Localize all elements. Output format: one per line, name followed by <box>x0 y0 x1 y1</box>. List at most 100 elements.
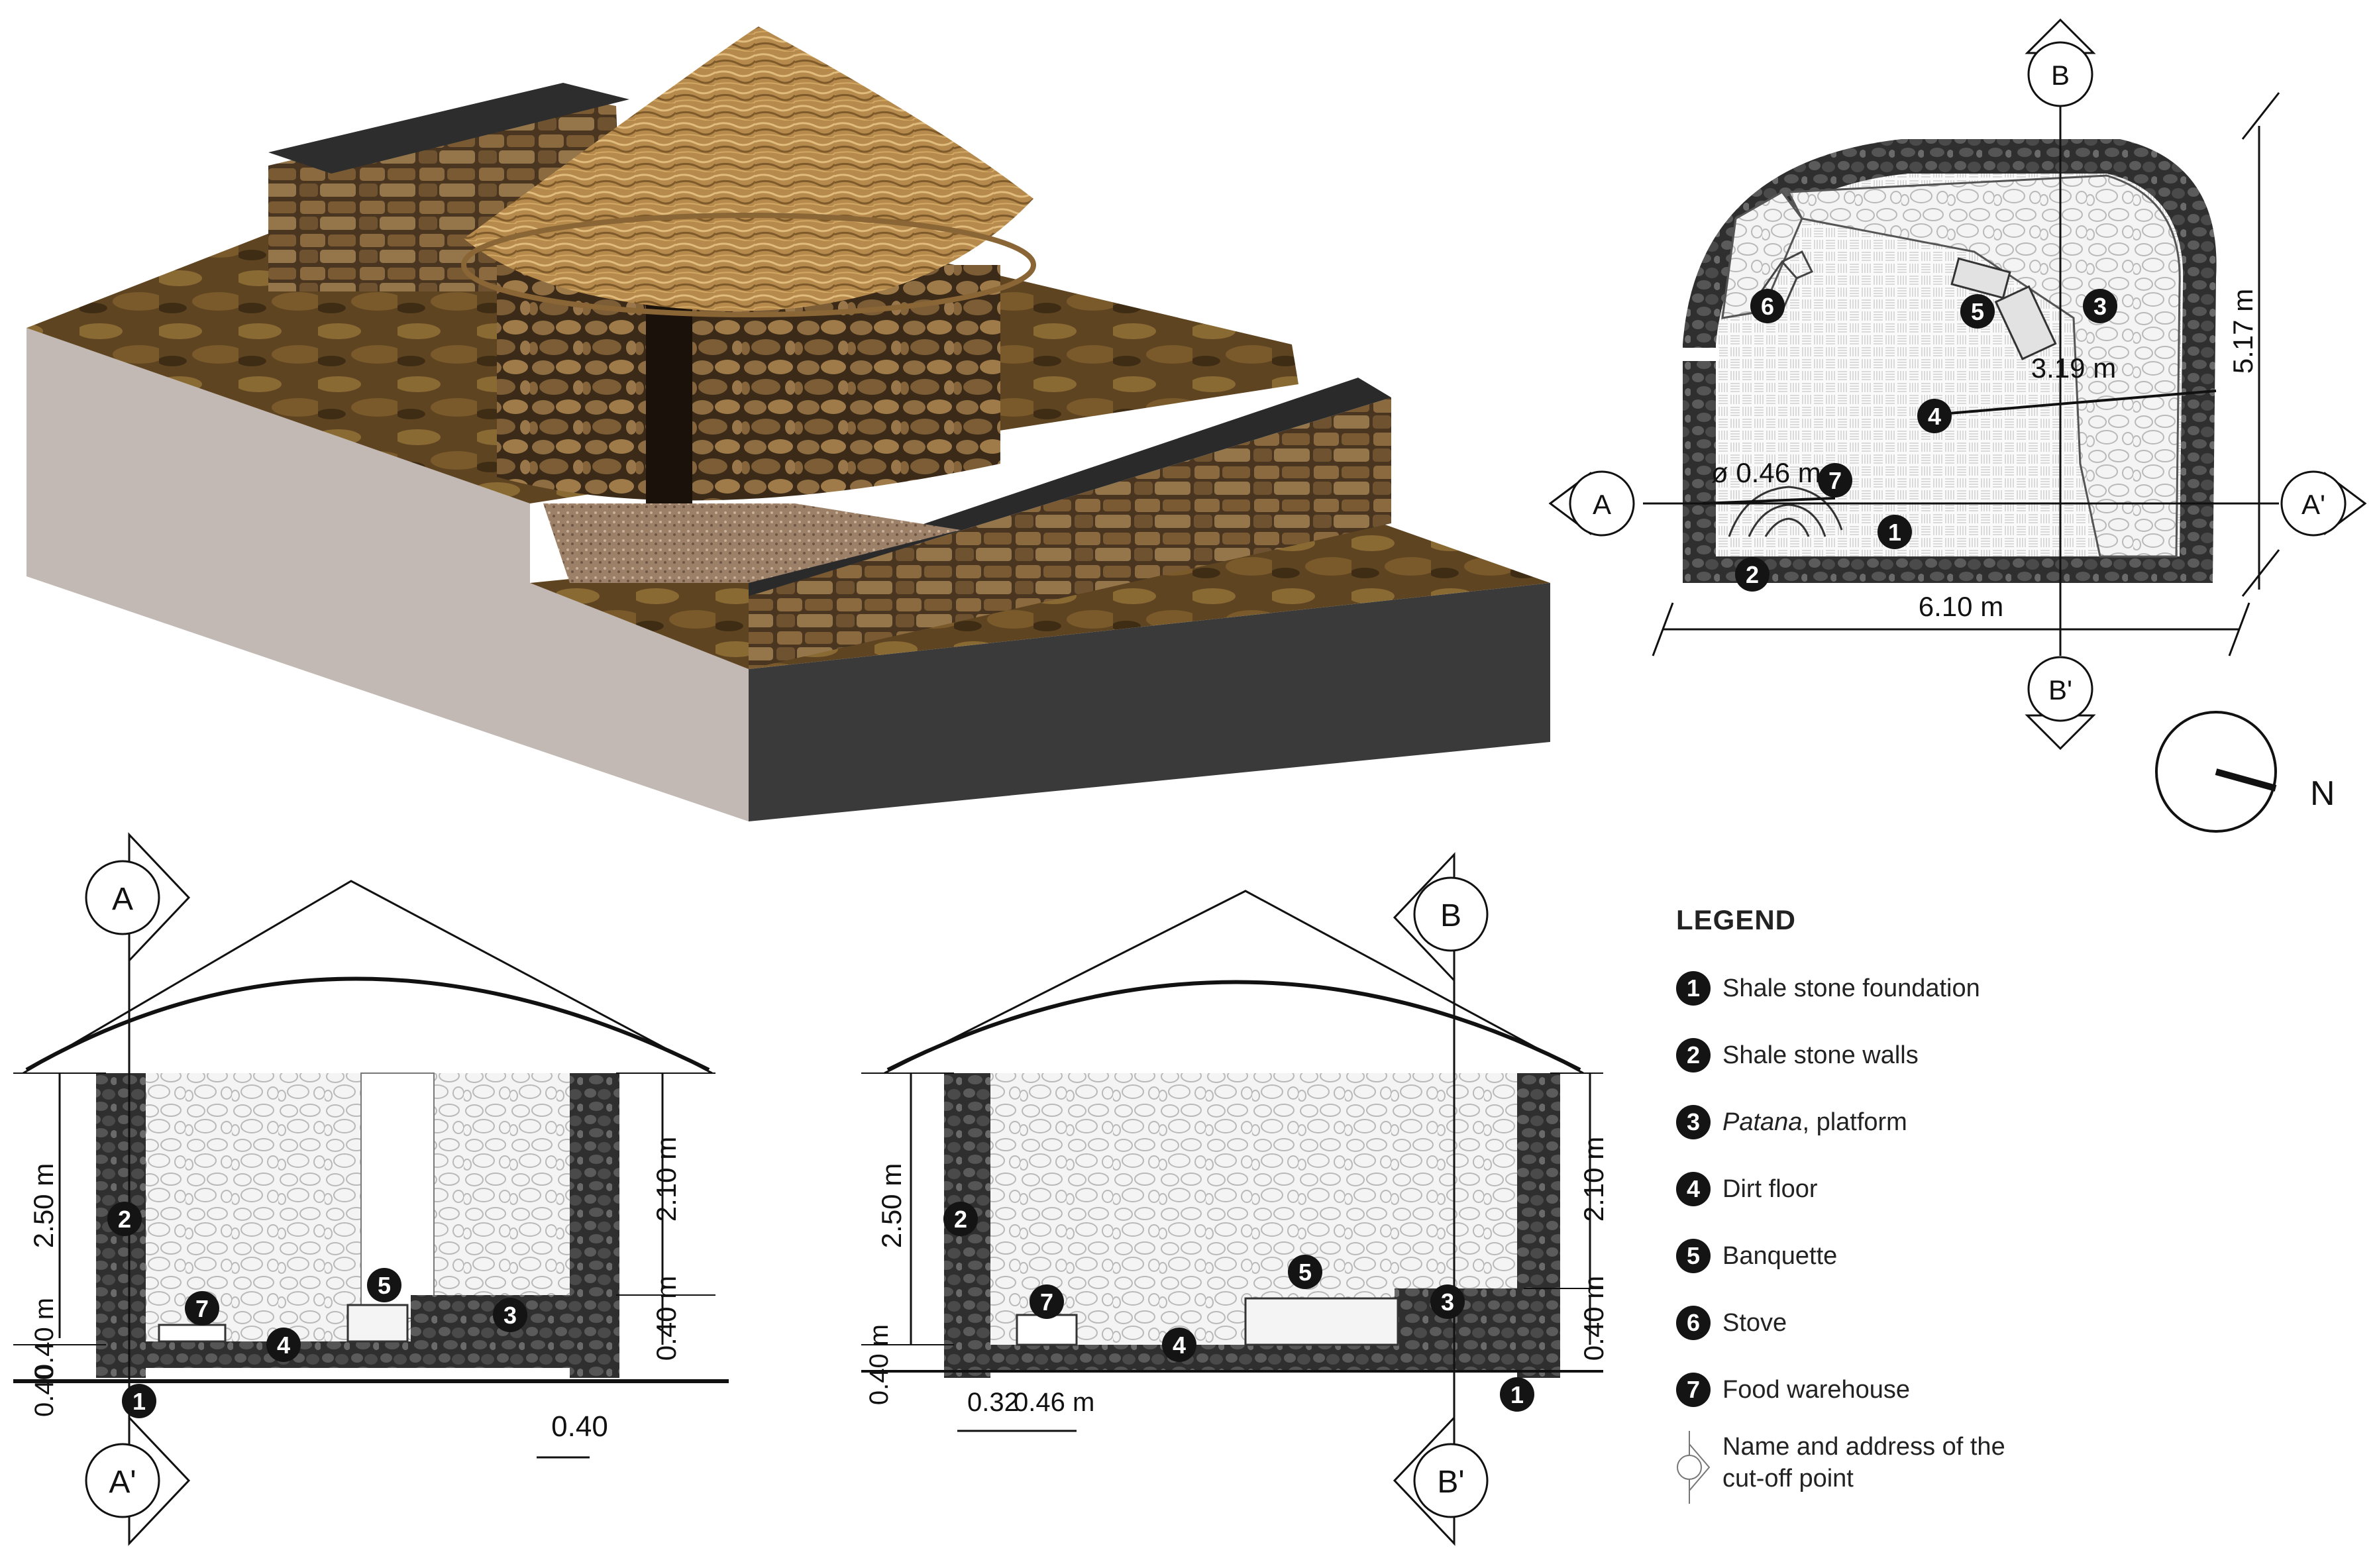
section-b-roof-outline <box>884 890 1584 1074</box>
sec-a-marker-3: 3 <box>493 1298 527 1332</box>
legend-label-4: Dirt floor <box>1722 1175 1818 1203</box>
section-b-roof-curve <box>886 980 1581 1072</box>
plan-food-store <box>1728 486 1843 537</box>
sec-a-marker-5: 5 <box>367 1268 401 1302</box>
svg-text:3: 3 <box>2093 293 2107 320</box>
section-a-platform <box>411 1295 573 1341</box>
legend-item-1: 1 Shale stone foundation <box>1676 955 2339 1021</box>
legend-number-4: 4 <box>1676 1171 1711 1206</box>
plan-marker-b2-label: B' <box>2048 674 2072 706</box>
svg-text:4: 4 <box>277 1332 290 1359</box>
section-b-h-platform: 0.40 m <box>1578 1276 1609 1361</box>
ground-block-right-side <box>749 583 1550 821</box>
plan-stove-dim: ø 0.46 m <box>1711 457 1821 488</box>
section-b-marker-bottom <box>1393 1415 1489 1546</box>
legend-cut-point-text: Name and address of the cut-off point <box>1722 1431 2005 1494</box>
svg-text:2: 2 <box>1746 561 1759 588</box>
plan-marker-2: 2 <box>1735 557 1770 592</box>
legend-number-5: 5 <box>1676 1238 1711 1273</box>
section-aa <box>13 832 729 1546</box>
section-a-banquette <box>346 1304 409 1343</box>
marker-b-top <box>2025 18 2096 107</box>
plan-width-dim: 6.10 m <box>1919 591 2003 622</box>
svg-text:2: 2 <box>954 1206 967 1233</box>
ground-block-left-side <box>26 328 749 821</box>
svg-text:1: 1 <box>132 1388 146 1415</box>
plan-banquette <box>1994 285 2057 360</box>
marker-a-right <box>2280 470 2367 537</box>
section-a-food-store <box>158 1324 227 1343</box>
section-b-h-inner: 2.10 m <box>1578 1137 1609 1222</box>
section-a-h-base-bottom: 0.40 <box>30 1365 59 1417</box>
svg-text:1: 1 <box>1888 519 1901 546</box>
legend-item-4: 4 Dirt floor <box>1676 1155 2339 1222</box>
legend-item-6: 6 Stove <box>1676 1289 2339 1356</box>
section-b-food-store <box>1016 1314 1078 1346</box>
section-b-marker-top <box>1393 852 1489 983</box>
sec-b-marker-5: 5 <box>1288 1255 1322 1289</box>
section-b-h-wall: 2.50 m <box>876 1163 907 1248</box>
legend-number-6: 6 <box>1676 1305 1711 1340</box>
legend-cut-point-line1: Name and address of the <box>1722 1433 2005 1461</box>
plan-marker-a2-label: A' <box>2301 489 2325 520</box>
sec-a-marker-1: 1 <box>122 1384 156 1418</box>
legend-label-7: Food warehouse <box>1722 1375 1911 1404</box>
svg-text:7: 7 <box>1828 467 1842 494</box>
section-a-h-wall: 2.50 m <box>28 1163 59 1248</box>
legend-item-2: 2 Shale stone walls <box>1676 1021 2339 1088</box>
section-a-bottom-tag: A' <box>109 1465 136 1500</box>
legend-title: LEGEND <box>1676 904 1797 935</box>
legend-label-2: Shale stone walls <box>1722 1041 1919 1069</box>
sec-b-marker-4: 4 <box>1162 1328 1196 1362</box>
legend-item-3: 3 Patana, platform <box>1676 1088 2339 1155</box>
thatched-roof <box>464 26 1033 311</box>
plan-marker-a-label: A <box>1593 489 1611 520</box>
sec-b-marker-3: 3 <box>1430 1284 1465 1319</box>
isometric-3d-view <box>26 26 1550 821</box>
plan-marker-6: 6 <box>1750 289 1785 323</box>
marker-a-left <box>1548 470 1635 537</box>
north-label: N <box>2310 774 2335 813</box>
legend-number-7: 7 <box>1676 1372 1711 1407</box>
hut-doorway <box>646 291 692 503</box>
svg-text:2: 2 <box>118 1206 131 1233</box>
svg-text:4: 4 <box>1173 1332 1186 1359</box>
legend-item-5: 5 Banquette <box>1676 1222 2339 1289</box>
svg-text:3: 3 <box>503 1302 517 1329</box>
roof-eave <box>461 213 1036 317</box>
marker-b-bottom <box>2025 656 2096 751</box>
section-a-roof-curve <box>25 976 710 1072</box>
section-a-floor <box>116 1341 593 1368</box>
plan-marker-1: 1 <box>1877 515 1912 549</box>
svg-text:5: 5 <box>1298 1259 1312 1286</box>
legend-number-3: 3 <box>1676 1104 1711 1139</box>
plan-marker-b-label: B <box>2051 60 2070 91</box>
sec-b-marker-7: 7 <box>1030 1284 1064 1319</box>
sec-a-marker-2: 2 <box>107 1202 142 1236</box>
sec-a-marker-4: 4 <box>266 1328 301 1362</box>
svg-text:5: 5 <box>1971 298 1984 325</box>
legend-cut-point-note: Name and address of the cut-off point <box>1676 1431 2339 1504</box>
sec-b-marker-1: 1 <box>1500 1377 1534 1412</box>
section-bb <box>861 852 1603 1546</box>
plan-marker-7: 7 <box>1818 463 1852 497</box>
svg-text:7: 7 <box>1040 1288 1053 1316</box>
section-b-banquette <box>1244 1297 1399 1346</box>
sec-a-marker-7: 7 <box>185 1291 219 1326</box>
plan-banquette-2 <box>1950 257 2011 299</box>
legend-label-3-rest: , platform <box>1802 1108 1907 1136</box>
section-b-floor <box>964 1345 1534 1371</box>
section-b-top-tag: B <box>1440 898 1461 933</box>
north-arrow <box>2155 711 2277 833</box>
legend-number-1: 1 <box>1676 970 1711 1006</box>
svg-text:4: 4 <box>1928 403 1941 430</box>
gravel-path <box>543 503 961 583</box>
labels: A A' B B' 6.10 m 3.19 m ø 0.46 m 5.17 m … <box>28 60 2335 1500</box>
back-wall-top <box>268 83 629 174</box>
section-a-marker-top <box>85 832 191 963</box>
plan-door-gap <box>1681 348 1719 361</box>
legend-label-3-em: Patana <box>1722 1108 1803 1136</box>
legend-label-6: Stove <box>1722 1308 1787 1337</box>
plan-radius-dim: 3.19 m <box>2031 352 2116 384</box>
